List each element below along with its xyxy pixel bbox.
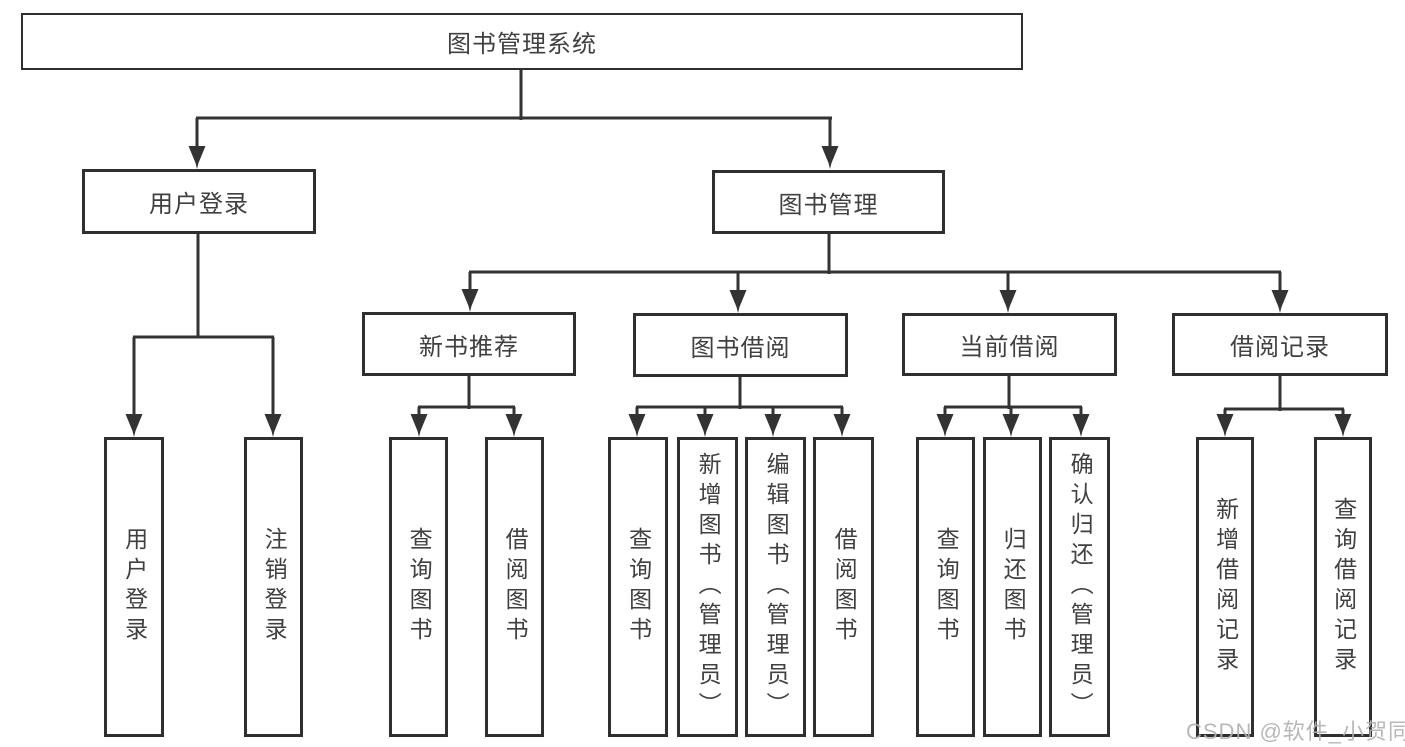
leaf-label: 借阅图书 — [502, 527, 529, 647]
node-label: 新书推荐 — [419, 333, 519, 361]
leaf-label: 编辑图书（管理员） — [763, 452, 790, 722]
node-label: 图书借阅 — [690, 334, 791, 362]
node-book-borrow: 图书借阅 — [633, 313, 848, 377]
node-label: 借阅记录 — [1230, 334, 1330, 361]
leaf-label: 归还图书 — [1000, 527, 1027, 647]
leaf-confirm-return-admin: 确认归还（管理员） — [1049, 437, 1110, 737]
leaf-label: 查询图书 — [625, 527, 652, 647]
node-label: 当前借阅 — [959, 334, 1060, 361]
leaf-label: 查询图书 — [933, 527, 960, 647]
leaf-label: 注销登录 — [261, 527, 288, 647]
leaf-label: 新增借阅记录 — [1212, 497, 1239, 677]
leaf-borrow-books-2: 借阅图书 — [813, 437, 874, 737]
leaf-edit-book-admin: 编辑图书（管理员） — [745, 437, 806, 737]
leaf-label: 新增图书（管理员） — [695, 452, 722, 722]
leaf-query-books-3: 查询图书 — [916, 437, 975, 737]
leaf-user-login: 用户登录 — [104, 437, 164, 737]
node-label: 用户登录 — [149, 191, 249, 218]
leaf-label: 确认归还（管理员） — [1067, 452, 1094, 722]
leaf-return-books: 归还图书 — [983, 437, 1042, 737]
node-library-management-system: 图书管理系统 — [21, 13, 1023, 70]
leaf-query-books-1: 查询图书 — [389, 437, 448, 737]
leaf-borrow-books-1: 借阅图书 — [485, 437, 544, 737]
leaf-label: 查询图书 — [406, 527, 433, 647]
leaf-query-borrow-record: 查询借阅记录 — [1314, 437, 1372, 737]
leaf-label: 借阅图书 — [831, 527, 858, 647]
leaf-query-books-2: 查询图书 — [608, 437, 668, 737]
node-label: 图书管理 — [778, 191, 879, 219]
node-borrow-records: 借阅记录 — [1172, 313, 1388, 376]
node-new-book-recommend: 新书推荐 — [362, 312, 576, 376]
csdn-watermark: CSDN @软件_小贺同学 — [1186, 719, 1405, 744]
leaf-add-borrow-record: 新增借阅记录 — [1196, 437, 1254, 737]
node-label: 图书管理系统 — [447, 31, 597, 58]
node-book-management: 图书管理 — [712, 170, 945, 234]
leaf-label: 查询借阅记录 — [1330, 497, 1357, 677]
node-user-login: 用户登录 — [82, 169, 316, 234]
node-current-borrow: 当前借阅 — [902, 313, 1117, 376]
leaf-label: 用户登录 — [121, 527, 148, 647]
leaf-add-book-admin: 新增图书（管理员） — [677, 437, 738, 737]
leaf-logout: 注销登录 — [244, 437, 303, 737]
